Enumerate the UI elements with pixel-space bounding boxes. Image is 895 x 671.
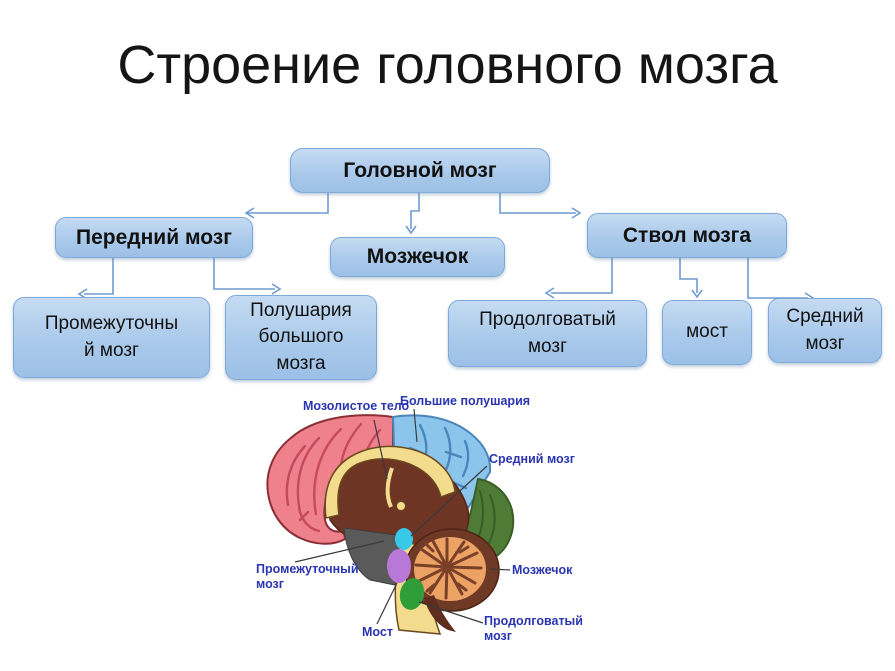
label-line-hemispheres <box>413 408 418 443</box>
cerebellum-arbor <box>414 537 483 600</box>
connector-brain-cerebellum <box>405 193 420 235</box>
label-hemispheres: Большие полушария <box>400 394 531 408</box>
connector-forebrain-diencephalon <box>77 258 114 300</box>
label-line-midbrain <box>410 465 488 537</box>
region-pons-highlight <box>387 549 411 583</box>
label-diencephalon: Промежуточный мозг <box>256 562 359 591</box>
label-cerebellum: Мозжечок <box>512 563 573 577</box>
connector-brainstem-medulla <box>544 258 613 299</box>
slide-title: Строение головного мозга <box>117 35 778 95</box>
label-lines <box>294 408 511 625</box>
forebrain-sulci <box>285 422 382 533</box>
label-pons: Мост <box>362 625 393 639</box>
label-line-cerebellum <box>490 568 511 571</box>
node-pons: мост <box>662 300 752 365</box>
region-midbrain-highlight <box>395 528 413 550</box>
node-cerebellum: Мозжечок <box>330 237 505 277</box>
node-diencephalon: Промежуточны й мозг <box>13 297 210 378</box>
fornix <box>385 467 394 508</box>
label-line-medulla <box>418 601 484 624</box>
connector-brainstem-pons <box>679 258 703 299</box>
region-brainstem-column <box>394 542 442 635</box>
label-medulla: Продолговатый мозг <box>484 614 583 643</box>
region-occipital <box>462 477 515 561</box>
node-forebrain: Передний мозг <box>55 217 253 258</box>
label-line-corpus-callosum <box>373 419 388 480</box>
hemispheres-sulci <box>408 423 470 490</box>
connector-brain-forebrain <box>244 193 329 219</box>
label-line-diencephalon <box>294 540 385 563</box>
region-inner-brain <box>328 449 470 549</box>
thalamus-dot <box>396 501 406 511</box>
connector-brain-brainstem <box>499 193 582 219</box>
region-cerebellum <box>412 535 488 603</box>
label-corpus-callosum: Мозолистое тело <box>303 399 410 413</box>
region-hemispheres <box>392 414 492 509</box>
node-medulla: Продолговатый мозг <box>448 300 647 367</box>
node-hemispheres: Полушария большого мозга <box>225 295 377 380</box>
region-forebrain-cortex <box>266 414 394 545</box>
node-midbrain: Средний мозг <box>768 298 882 363</box>
region-cerebellum-outer <box>404 528 500 612</box>
node-brain: Головной мозг <box>290 148 550 193</box>
label-line-pons <box>376 582 398 625</box>
connector-forebrain-hemispheres <box>213 258 282 295</box>
node-brainstem: Ствол мозга <box>587 213 787 258</box>
occipital-folds <box>474 489 496 547</box>
label-midbrain: Средний мозг <box>489 452 575 466</box>
region-medulla-highlight <box>399 578 425 610</box>
connector-brainstem-midbrain <box>747 258 815 304</box>
region-corpus-callosum <box>324 445 456 519</box>
region-peduncle <box>424 595 456 632</box>
